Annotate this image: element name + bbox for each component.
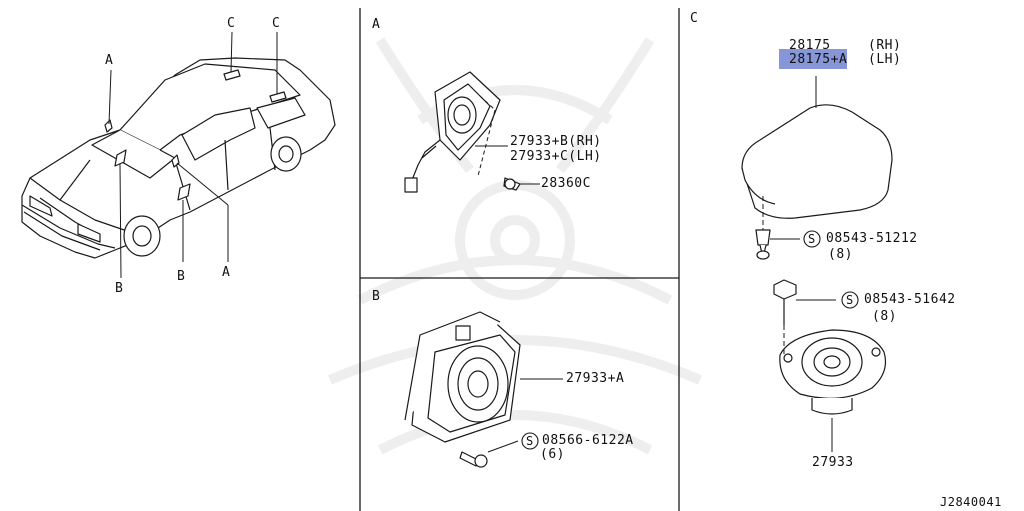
s-circles-c [803, 230, 859, 309]
qty-08543-51642: (8) [872, 309, 897, 324]
panel-c-leaders [762, 76, 836, 452]
panel-a-leaders [475, 95, 540, 185]
car-leader-lines [108, 31, 278, 279]
side-lh: (LH) [868, 52, 902, 67]
qty-08566-6122a: (6) [540, 447, 565, 462]
part-number-08566-6122a[interactable]: 08566-6122A [542, 433, 634, 448]
part-number-08543-51212[interactable]: 08543-51212 [826, 231, 918, 246]
car-callout-b-mid: B [177, 269, 186, 284]
car-callout-c-right: C [272, 16, 281, 31]
part-number-28175-a[interactable]: 28175+A [789, 52, 848, 67]
diagram-id: J2840041 [940, 495, 1002, 509]
car-callout-b-left: B [115, 281, 124, 296]
rear-speaker-assembly [741, 104, 893, 415]
s-mark-c1: S [808, 232, 816, 246]
car-outline [21, 57, 336, 259]
part-number-28360c[interactable]: 28360C [541, 176, 591, 191]
panel-b-leaders [487, 378, 563, 453]
s-mark-c2: S [846, 293, 854, 307]
highlight-box [779, 49, 847, 69]
qty-08543-51212: (8) [828, 247, 853, 262]
part-number-08543-51642[interactable]: 08543-51642 [864, 292, 956, 307]
side-rh: (RH) [868, 38, 902, 53]
panel-dividers [359, 8, 680, 511]
car-callout-a-top: A [105, 53, 114, 68]
car-callout-c-left: C [227, 16, 236, 31]
car-callout-a-bottom: A [222, 265, 231, 280]
door-speaker-assembly [404, 311, 521, 468]
watermark-emblem [328, 37, 702, 455]
s-mark-b: S [526, 434, 534, 448]
section-label-b: B [372, 289, 381, 304]
section-label-a: A [372, 17, 381, 32]
section-label-c: C [690, 11, 699, 26]
tweeter-assembly [404, 71, 521, 193]
part-number-27933-b[interactable]: 27933+B(RH) [510, 134, 602, 149]
s-circle-b [521, 432, 539, 450]
part-number-27933-a[interactable]: 27933+A [566, 371, 625, 386]
part-number-27933[interactable]: 27933 [812, 455, 854, 470]
part-number-27933-c[interactable]: 27933+C(LH) [510, 149, 602, 164]
